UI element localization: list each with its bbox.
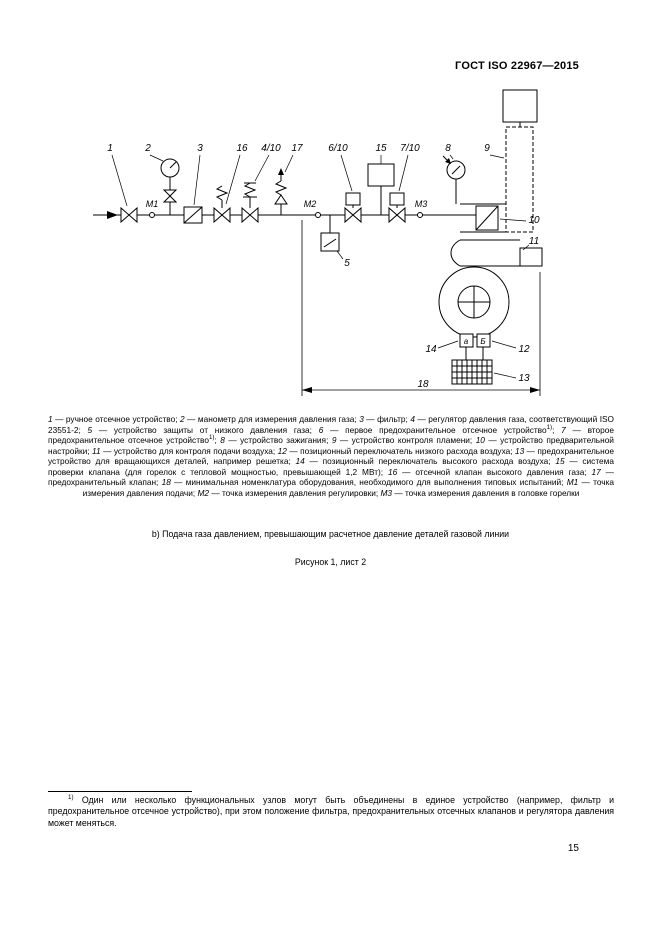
hp-shutoff-valve <box>213 185 231 224</box>
valve-proving-system <box>367 163 395 215</box>
label-18: 18 <box>417 379 429 390</box>
protective-grate <box>451 359 517 385</box>
label-15: 15 <box>375 143 387 154</box>
safety-shutoff-valve-1 <box>344 192 362 224</box>
label-8: 8 <box>445 143 451 154</box>
pressure-regulator <box>241 182 259 224</box>
manual-shutoff-valve <box>120 206 138 224</box>
airflow-switches <box>437 333 517 360</box>
label-12: 12 <box>518 344 530 355</box>
burner-head <box>460 203 527 233</box>
label-5: 5 <box>344 258 350 269</box>
switch-letter-labels: а Б <box>464 337 486 346</box>
label-a: а <box>464 337 469 346</box>
label-11: 11 <box>529 236 539 247</box>
gas-line-schematic: 1 2 3 16 4/10 17 6/10 15 7/10 8 9 10 11 … <box>93 89 543 396</box>
low-pressure-device <box>320 215 344 260</box>
label-14: 14 <box>425 344 437 355</box>
filter <box>183 206 203 224</box>
m1-point <box>149 212 155 218</box>
label-m3: М3 <box>415 199 428 209</box>
air-control-device <box>519 247 543 267</box>
fan <box>438 266 510 338</box>
footnote: 1) Один или несколько функциональных узл… <box>48 791 614 829</box>
label-m2: М2 <box>304 199 317 209</box>
m2-point <box>315 212 321 218</box>
figure-caption: b) Подача газа давлением, превышающим ра… <box>151 529 510 539</box>
label-17: 17 <box>291 143 303 154</box>
footnote-body: Один или несколько функциональных узлов … <box>48 795 614 828</box>
footnote-rule <box>48 791 192 792</box>
manometer <box>160 158 180 215</box>
label-9: 9 <box>484 143 490 154</box>
measuring-point-labels: М1 М2 М3 <box>146 199 428 209</box>
label-3: 3 <box>197 143 203 154</box>
ignition-device <box>442 155 466 204</box>
dimension-line-18 <box>301 220 541 396</box>
schematic-geometry <box>93 89 543 396</box>
m3-point <box>417 212 423 218</box>
label-4-10: 4/10 <box>261 143 281 154</box>
flow-arrow-icon <box>107 211 118 219</box>
page-number: 15 <box>567 843 579 854</box>
safety-shutoff-valve-2 <box>388 192 406 224</box>
air-supply-duct <box>450 239 543 267</box>
label-7-10: 7/10 <box>400 143 420 154</box>
label-m1: М1 <box>146 199 159 209</box>
footnote-text: 1) Один или несколько функциональных узл… <box>48 794 614 829</box>
label-16: 16 <box>236 143 248 154</box>
label-13: 13 <box>518 373 530 384</box>
label-6-10: 6/10 <box>328 143 348 154</box>
label-2: 2 <box>144 143 151 154</box>
doc-header: ГОСТ ISO 22967—2015 <box>455 60 579 72</box>
gas-pipe <box>93 211 476 219</box>
label-b: Б <box>480 337 485 346</box>
leader-lines <box>111 154 505 207</box>
label-10: 10 <box>528 215 540 226</box>
footnote-marker: 1) <box>68 794 74 802</box>
figure-label: Рисунок 1, лист 2 <box>294 557 367 567</box>
flame-monitor <box>502 89 538 233</box>
diagram-labels: 1 2 3 16 4/10 17 6/10 15 7/10 8 9 10 11 … <box>107 143 540 390</box>
label-1: 1 <box>107 143 113 154</box>
relief-valve <box>274 168 288 215</box>
legend-text: 1 — ручное отсечное устройство; 2 — мано… <box>48 414 615 498</box>
